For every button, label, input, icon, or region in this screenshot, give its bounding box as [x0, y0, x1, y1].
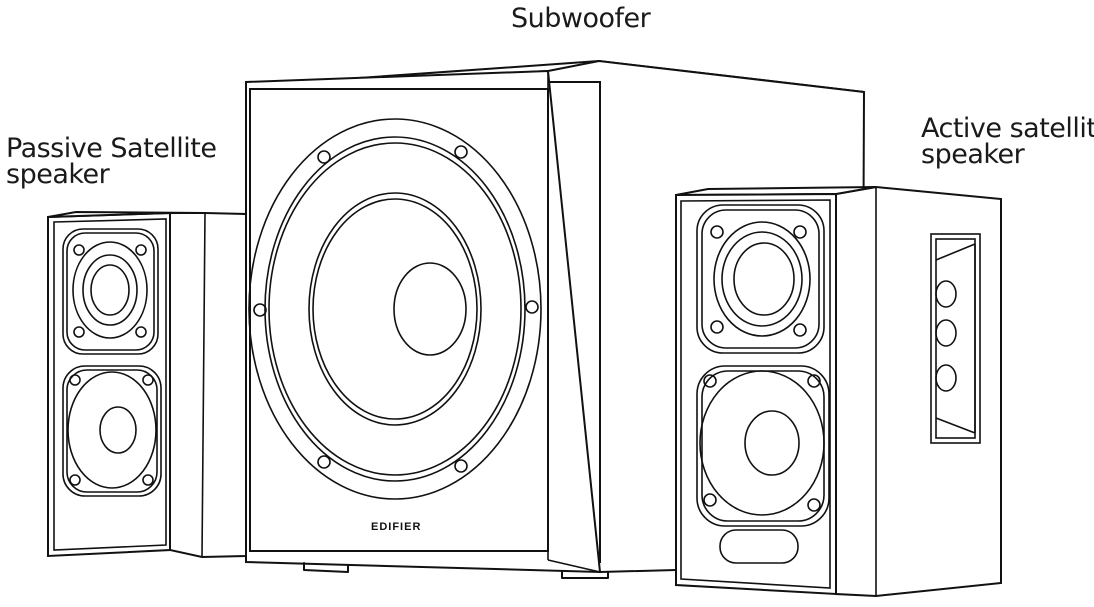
knob-middle [935, 319, 957, 347]
passive-woofer [62, 365, 162, 497]
control-panel [930, 233, 981, 444]
knob-top [935, 280, 957, 308]
passive-tweeter [62, 228, 159, 355]
subwoofer-driver [248, 118, 542, 500]
subwoofer-foot-right [561, 571, 609, 579]
knob-bottom [935, 364, 957, 392]
active-satellite-label-line2: speaker [921, 139, 1025, 170]
passive-satellite-label-line2: speaker [6, 159, 110, 190]
active-tweeter [696, 204, 825, 354]
passive-satellite-label-line1: Passive Satellite [6, 133, 217, 164]
subwoofer-label: Subwoofer [511, 3, 651, 34]
bass-port [719, 529, 799, 564]
subwoofer-foot-left [303, 562, 349, 573]
passive-satellite-speaker [47, 210, 247, 559]
active-satellite-speaker [675, 185, 1002, 598]
active-woofer [696, 365, 830, 527]
active-satellite-label-line1: Active satellite [921, 113, 1094, 144]
brand-logo: EDIFIER [371, 521, 421, 533]
